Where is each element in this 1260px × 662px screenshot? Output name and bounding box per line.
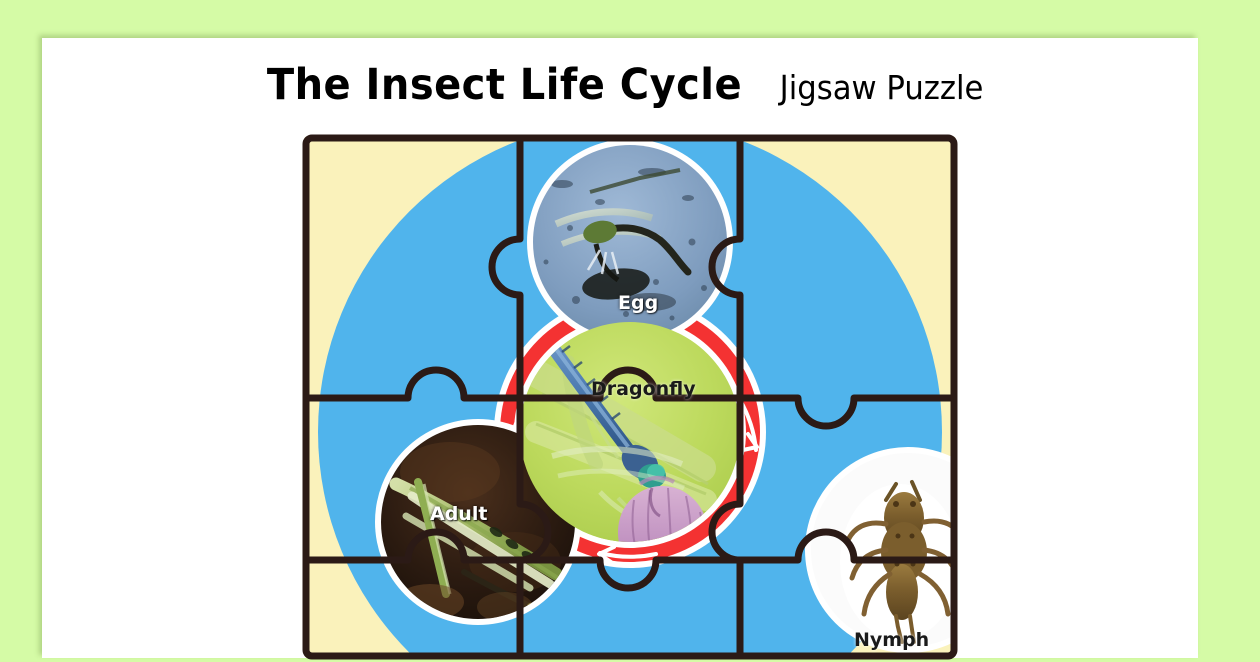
- puzzle-graphic[interactable]: [300, 132, 960, 662]
- title-main-text: The Insect Life Cycle: [266, 60, 743, 110]
- worksheet-page: The Insect Life Cycle Jigsaw Puzzle: [42, 38, 1198, 660]
- piece-edge-top-row: [488, 134, 744, 402]
- piece-edge-left-mid: [302, 366, 524, 402]
- page-title: The Insect Life Cycle Jigsaw Puzzle: [42, 60, 1198, 110]
- photo-circle-egg: [527, 139, 733, 345]
- piece-edge-bottom-left: [302, 528, 524, 564]
- piece-edge-bottom-right: [736, 528, 958, 564]
- piece-edge-right-mid: [736, 394, 958, 430]
- title-sub-text: Jigsaw Puzzle: [779, 68, 984, 107]
- puzzle-artwork-layer: [304, 136, 956, 658]
- piece-edge-bottom-center: [516, 556, 744, 592]
- arrow-bottom-clockwise: [597, 545, 658, 564]
- jigsaw-puzzle[interactable]: Egg Dragonfly Adult Nymph: [300, 132, 960, 662]
- screenshot-canvas: The Insect Life Cycle Jigsaw Puzzle: [42, 38, 1198, 660]
